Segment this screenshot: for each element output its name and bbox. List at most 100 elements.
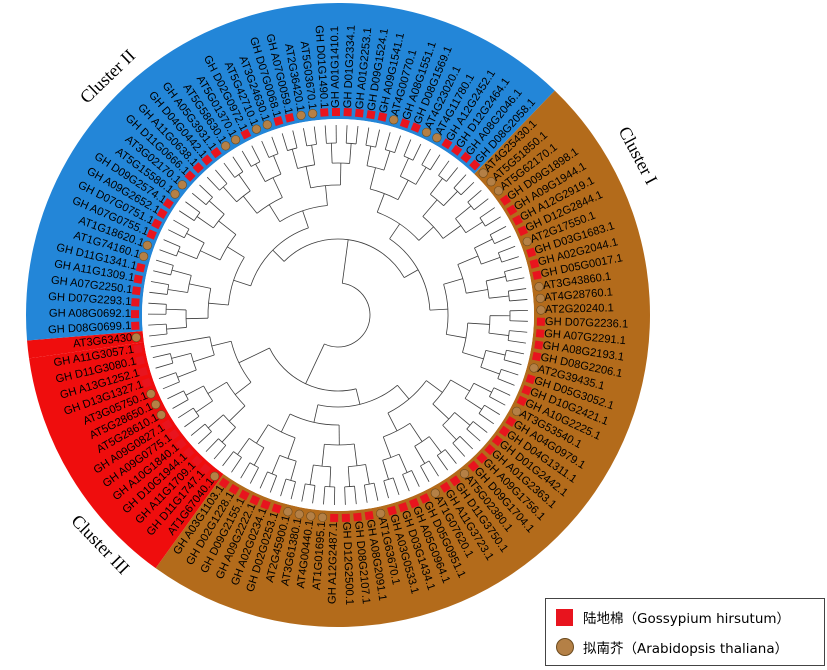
branch-line: [399, 157, 409, 177]
branch-line: [280, 413, 291, 433]
branch-line: [155, 362, 173, 369]
branch-arc: [269, 347, 357, 392]
branch-line: [394, 135, 402, 153]
branch-line: [166, 308, 187, 311]
leaf-label: GH A01G1410.1: [329, 26, 342, 108]
arabidopsis-marker: [522, 236, 532, 247]
cotton-marker: [331, 107, 341, 117]
cotton-marker: [525, 374, 536, 385]
cluster-3-band: [155, 90, 651, 628]
branch-line: [392, 477, 400, 496]
branch-line: [232, 156, 244, 172]
branch-line: [366, 146, 372, 166]
cotton-marker: [192, 162, 204, 174]
branch-line: [446, 167, 459, 182]
arabidopsis-marker: [306, 511, 316, 521]
arabidopsis-marker: [231, 135, 241, 145]
cotton-marker: [240, 128, 252, 140]
branch-line: [428, 460, 439, 477]
branch-arc: [387, 380, 427, 414]
branch-arc: [507, 291, 510, 301]
cotton-marker: [330, 513, 339, 523]
branch-line: [324, 125, 327, 144]
arabidopsis-marker: [262, 120, 272, 130]
branch-line: [453, 174, 467, 189]
branch-arc: [285, 478, 296, 483]
leaf-label: GH D08G0699.1: [48, 320, 132, 336]
cotton-marker: [516, 395, 528, 407]
cotton-marker: [529, 258, 540, 269]
branch-line: [159, 249, 177, 257]
arabidopsis-marker: [376, 508, 386, 519]
arabidopsis-marker: [493, 186, 504, 196]
cotton-marker: [201, 154, 213, 166]
branch-line: [382, 460, 389, 480]
branch-line: [292, 130, 298, 149]
branch-arc: [279, 205, 328, 222]
branch-line: [384, 132, 391, 150]
arabidopsis-marker: [142, 240, 152, 250]
branch-line: [484, 404, 500, 415]
branch-line: [223, 162, 236, 178]
branch-line: [418, 226, 434, 241]
branch-line: [268, 204, 281, 222]
leaf-label: AT4G28760.1: [544, 286, 614, 304]
branch-line: [355, 388, 361, 405]
branch-line: [234, 381, 252, 395]
cotton-marker: [133, 274, 143, 284]
cotton-marker: [498, 425, 510, 437]
branch-line: [480, 366, 500, 375]
branch-line: [178, 407, 194, 419]
brown-circle-icon: [556, 638, 574, 656]
branch-arc: [422, 216, 444, 239]
branch-line: [415, 167, 427, 185]
cotton-marker: [353, 512, 362, 522]
cotton-marker: [341, 513, 351, 522]
cotton-marker: [191, 455, 203, 467]
branch-arc: [503, 350, 507, 360]
branch-line: [301, 483, 306, 502]
cotton-marker: [408, 497, 420, 509]
cluster-1-band: [25, 2, 555, 341]
branch-line: [249, 467, 259, 484]
branch-line: [429, 154, 441, 171]
arabidopsis-marker: [529, 363, 539, 373]
arabidopsis-marker: [170, 189, 180, 199]
branch-line: [215, 169, 228, 184]
cotton-marker: [484, 443, 496, 456]
branch-line: [227, 246, 245, 258]
cotton-marker: [451, 144, 463, 156]
branch-line: [443, 191, 458, 206]
cotton-marker: [521, 384, 532, 396]
cotton-marker: [271, 503, 282, 514]
cotton-marker: [505, 415, 517, 427]
branch-line: [509, 330, 528, 333]
branch-line: [488, 332, 509, 336]
branch-line: [506, 277, 525, 282]
leaf-label: GH D12G2500.1: [340, 522, 355, 606]
branch-line: [467, 189, 482, 203]
arabidopsis-marker: [459, 469, 470, 479]
branch-line: [158, 372, 177, 379]
branch-line: [186, 233, 205, 244]
cotton-marker: [151, 218, 162, 230]
cotton-marker: [534, 340, 544, 350]
arabidopsis-marker: [296, 110, 306, 120]
branch-line: [196, 216, 214, 229]
branch-line: [455, 205, 472, 219]
branch-line: [454, 412, 471, 426]
branch-line: [397, 385, 410, 400]
cotton-marker: [377, 112, 388, 122]
cotton-marker: [131, 298, 140, 307]
branch-line: [155, 259, 174, 266]
branch-line: [221, 427, 236, 443]
branch-line: [272, 249, 285, 262]
cotton-marker: [419, 493, 431, 504]
arabidopsis-marker: [156, 410, 166, 420]
branch-arc: [233, 451, 242, 458]
branch-line: [349, 143, 352, 164]
branch-line: [241, 150, 252, 167]
branch-arc: [488, 315, 491, 334]
branch-line: [383, 150, 391, 171]
arabidopsis-marker: [536, 305, 546, 315]
